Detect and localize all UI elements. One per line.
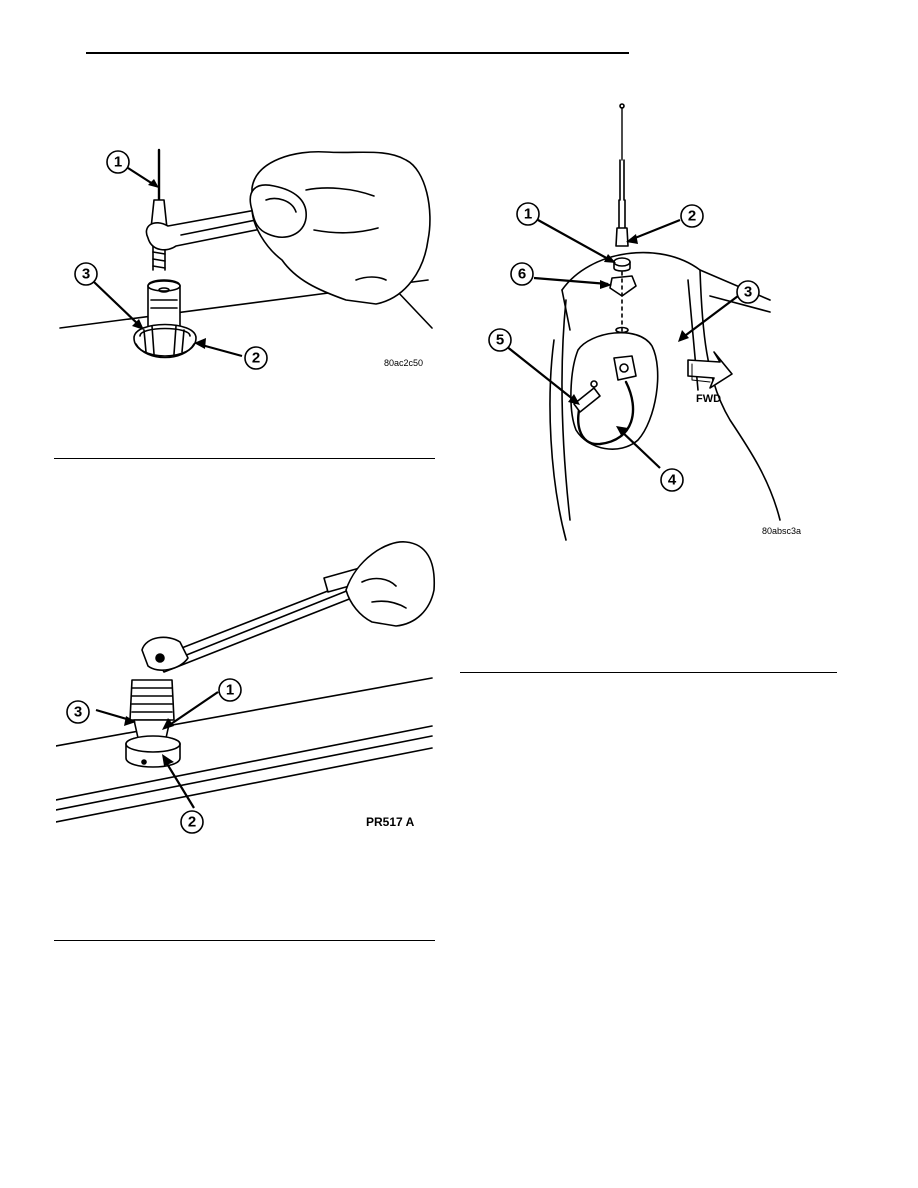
callout-3: 3 — [736, 280, 760, 304]
svg-text:2: 2 — [688, 208, 696, 225]
callout-4: 4 — [660, 468, 684, 492]
callout-5: 5 — [488, 328, 512, 352]
figure-code: PR517 A — [366, 815, 415, 829]
svg-text:5: 5 — [496, 332, 504, 349]
svg-text:4: 4 — [668, 472, 677, 489]
header-rule — [86, 52, 629, 54]
callout-1: 1 — [218, 678, 242, 702]
svg-text:2: 2 — [252, 350, 260, 367]
svg-text:3: 3 — [744, 284, 752, 301]
figure-antenna-mast-wrench: 1 3 2 80ac2c50 — [59, 148, 433, 370]
fwd-label: FWD — [696, 393, 721, 405]
svg-text:1: 1 — [114, 154, 122, 171]
callout-6: 6 — [510, 262, 534, 286]
figure-code: 80ac2c50 — [384, 358, 423, 368]
svg-text:6: 6 — [518, 266, 526, 283]
callout-2: 2 — [680, 204, 704, 228]
callout-3: 3 — [74, 262, 98, 286]
callout-1: 1 — [516, 202, 540, 226]
callout-2: 2 — [180, 810, 204, 834]
figure-antenna-exploded-view: 1 2 6 3 5 4 FWD 80absc3a — [488, 103, 801, 541]
figure-separator — [54, 458, 435, 459]
svg-text:2: 2 — [188, 814, 196, 831]
callout-3: 3 — [66, 700, 90, 724]
svg-text:1: 1 — [226, 682, 234, 699]
callout-2: 2 — [244, 346, 268, 370]
figure-code: 80absc3a — [762, 526, 801, 536]
svg-text:3: 3 — [74, 704, 82, 721]
figure-separator — [460, 672, 837, 673]
svg-text:3: 3 — [82, 266, 90, 283]
figure-separator — [54, 940, 435, 941]
figure-antenna-nut-ratchet: 1 3 2 PR517 A — [56, 541, 436, 834]
callout-1: 1 — [106, 150, 130, 174]
svg-text:1: 1 — [524, 206, 532, 223]
